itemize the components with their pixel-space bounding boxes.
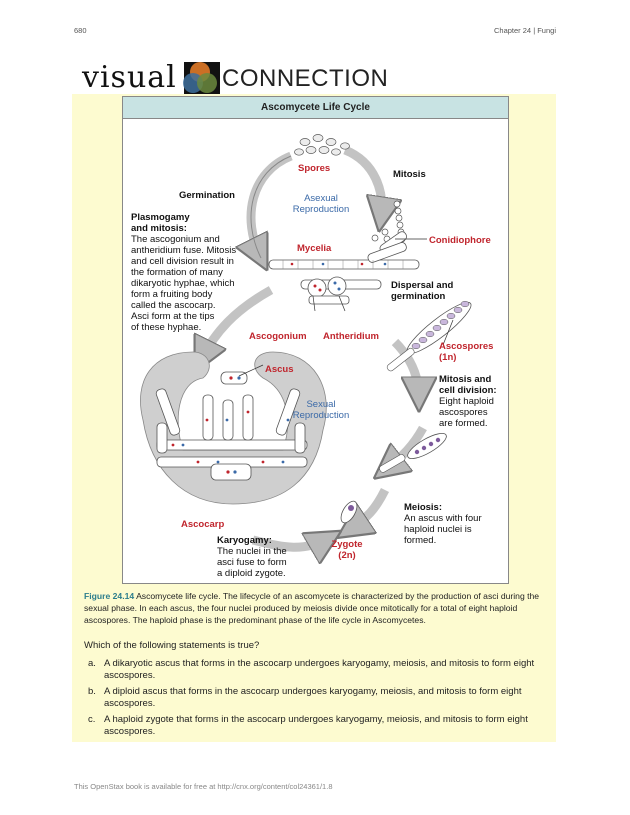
dispersal-word: Dispersal and [391, 280, 454, 291]
meiosis-title: Meiosis: [404, 502, 443, 513]
mitosis-cd-line: are formed. [439, 418, 488, 429]
dispersal-label: Dispersal and germination [391, 280, 453, 302]
ascogonium-label: Ascogonium [249, 331, 307, 342]
zygote-word: Zygote [331, 539, 363, 550]
answer-options: a. A dikaryotic ascus that forms in the … [84, 658, 548, 742]
plasmogamy-subtitle: and mitosis: [131, 223, 187, 234]
zygote-label: Zygote (2n) [327, 539, 367, 561]
gametangia [307, 276, 350, 305]
plasmogamy-line: and cell division result in [131, 256, 234, 267]
caption-text: Ascomycete life cycle. The lifecycle of … [84, 591, 540, 625]
life-cycle-figure: Ascomycete Life Cycle [122, 96, 509, 584]
germination-word: germination [391, 291, 446, 302]
venn-logo-icon [183, 62, 217, 93]
mitosis-cd-subtitle: cell division: [439, 385, 497, 396]
mycelia-label: Mycelia [297, 243, 332, 254]
page-footer: This OpenStax book is available for free… [74, 782, 333, 791]
plasmogamy-title: Plasmogamy [131, 212, 190, 223]
mitosis-cd-line: ascospores [439, 407, 488, 418]
asexual-reproduction-word: Reproduction [292, 204, 350, 215]
option-letter: c. [88, 714, 96, 725]
visual-connection-banner: visual CONNECTION [72, 62, 408, 94]
ascospores-label: Ascospores (1n) [439, 341, 493, 363]
mitosis-cd-line: Eight haploid [439, 396, 494, 407]
ascus-label: Ascus [265, 364, 294, 375]
chapter-header: Chapter 24 | Fungi [494, 26, 556, 35]
question-prompt: Which of the following statements is tru… [84, 640, 260, 651]
option-text: A dikaryotic ascus that forms in the asc… [104, 658, 535, 681]
option-text: A haploid zygote that forms in the ascoc… [104, 714, 528, 737]
plasmogamy-line: The ascogonium and [131, 234, 220, 245]
plasmogamy-line: of these hyphae. [131, 322, 202, 333]
answer-option-b: b. A diploid ascus that forms in the asc… [84, 686, 548, 709]
plasmogamy-line: called the ascocarp. [131, 300, 216, 311]
sexual-label: Sexual Reproduction [281, 399, 361, 421]
ascocarp-structure [140, 351, 327, 505]
plasmogamy-line: Asci form at the tips [131, 311, 215, 322]
conidiophore-label: Conidiophore [429, 235, 491, 246]
caption-figure-label: Figure 24.14 [84, 591, 135, 601]
answer-option-a: a. A dikaryotic ascus that forms in the … [84, 658, 548, 681]
plasmogamy-line: the formation of many [131, 267, 223, 278]
karyogamy-line: The nuclei in the [217, 546, 287, 557]
mitosis-cell-division-block: Mitosis and cell division: Eight haploid… [439, 374, 509, 429]
karyogamy-line: a diploid zygote. [217, 568, 286, 579]
meiosis-block: Meiosis: An ascus with four haploid nucl… [404, 502, 504, 546]
plasmogamy-line: antheridium fuse. Mitosis [131, 245, 237, 256]
option-text: A diploid ascus that forms in the ascoca… [104, 686, 522, 709]
figure-title: Ascomycete Life Cycle [123, 97, 508, 119]
meiosis-ascus [379, 433, 447, 473]
spores-label: Spores [298, 163, 331, 174]
banner-visual-word: visual [72, 62, 184, 94]
meiosis-line: haploid nuclei is [404, 524, 472, 535]
ascospores-ploidy: (1n) [439, 352, 457, 363]
karyogamy-block: Karyogamy: The nuclei in the asci fuse t… [217, 535, 317, 579]
ascocarp-label: Ascocarp [181, 519, 225, 530]
sexual-reproduction-word: Reproduction [292, 410, 350, 421]
mitosis-cd-title: Mitosis and [439, 374, 492, 385]
page-number: 680 [74, 26, 87, 35]
mitosis-label: Mitosis [393, 169, 426, 180]
banner-connection-word: CONNECTION [220, 62, 408, 94]
option-letter: a. [88, 658, 96, 669]
spores-cluster [294, 134, 350, 156]
plasmogamy-line: dikaryotic hyphae, which [131, 278, 235, 289]
ascospores-ascus [386, 300, 472, 372]
ascospores-word: Ascospores [439, 341, 494, 352]
plasmogamy-block: Plasmogamy and mitosis: The ascogonium a… [131, 212, 271, 333]
meiosis-line: formed. [404, 535, 437, 546]
meiosis-line: An ascus with four [404, 513, 482, 524]
karyogamy-line: asci fuse to form [217, 557, 287, 568]
asexual-label: Asexual Reproduction [281, 193, 361, 215]
plasmogamy-line: form a fruiting body [131, 289, 213, 300]
life-cycle-diagram [140, 134, 472, 584]
karyogamy-title: Karyogamy: [217, 535, 272, 546]
zygote-cell [340, 500, 358, 524]
option-letter: b. [88, 686, 96, 697]
figure-caption: Figure 24.14 Ascomycete life cycle. The … [84, 590, 546, 626]
germination-label: Germination [179, 190, 235, 201]
antheridium-label: Antheridium [323, 331, 379, 342]
answer-option-c: c. A haploid zygote that forms in the as… [84, 714, 548, 737]
zygote-ploidy: (2n) [338, 550, 356, 561]
asexual-word: Asexual [304, 193, 338, 204]
sexual-word: Sexual [306, 399, 336, 410]
